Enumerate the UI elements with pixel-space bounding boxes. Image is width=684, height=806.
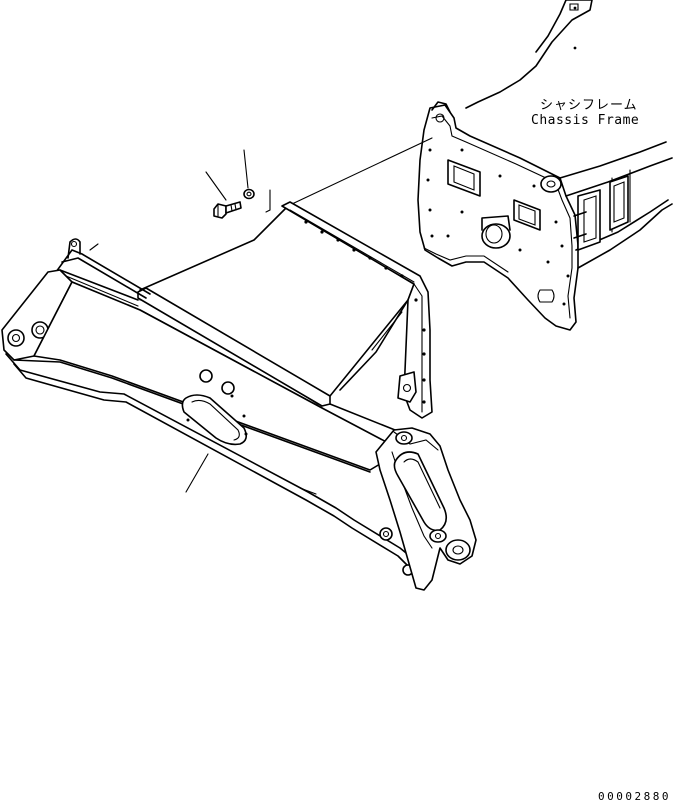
drawing-number: 00002880 xyxy=(598,790,671,803)
chassis-frame-label-jp: シャシフレーム xyxy=(540,98,638,113)
chassis-frame-label-en: Chassis Frame xyxy=(531,113,640,128)
bolt xyxy=(213,201,242,219)
cross-member xyxy=(137,201,433,419)
chassis-frame xyxy=(417,0,673,331)
washer xyxy=(243,188,255,200)
beam-end-clevis xyxy=(375,427,477,591)
